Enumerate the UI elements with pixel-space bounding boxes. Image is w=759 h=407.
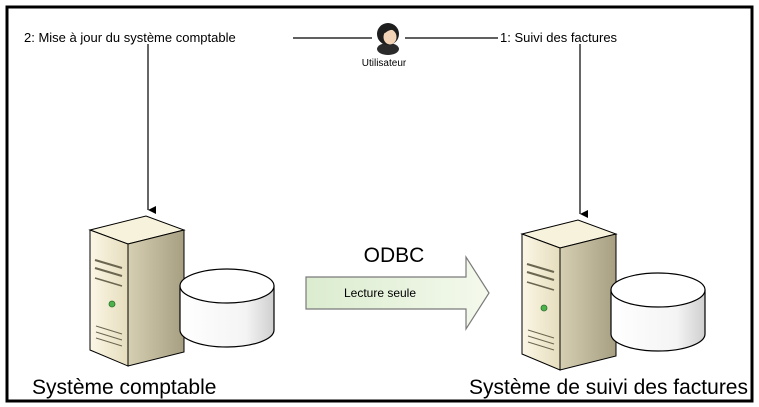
- step2-label: 2: Mise à jour du système comptable: [24, 30, 236, 45]
- odbc-label: ODBC: [364, 244, 425, 267]
- readonly-label: Lecture seule: [344, 286, 416, 300]
- diagram-frame: [5, 5, 754, 403]
- database-icon: [610, 272, 706, 352]
- step1-label: 1: Suivi des factures: [500, 30, 618, 45]
- right-system-label: Système de suivi des factures: [469, 376, 748, 399]
- odbc-arrow: [305, 254, 490, 332]
- database-icon: [179, 268, 275, 348]
- left-system-label: Système comptable: [32, 376, 216, 399]
- server-icon: [88, 215, 186, 367]
- server-icon: [520, 219, 618, 371]
- user-icon: [377, 23, 399, 55]
- user-label: Utilisateur: [362, 58, 407, 69]
